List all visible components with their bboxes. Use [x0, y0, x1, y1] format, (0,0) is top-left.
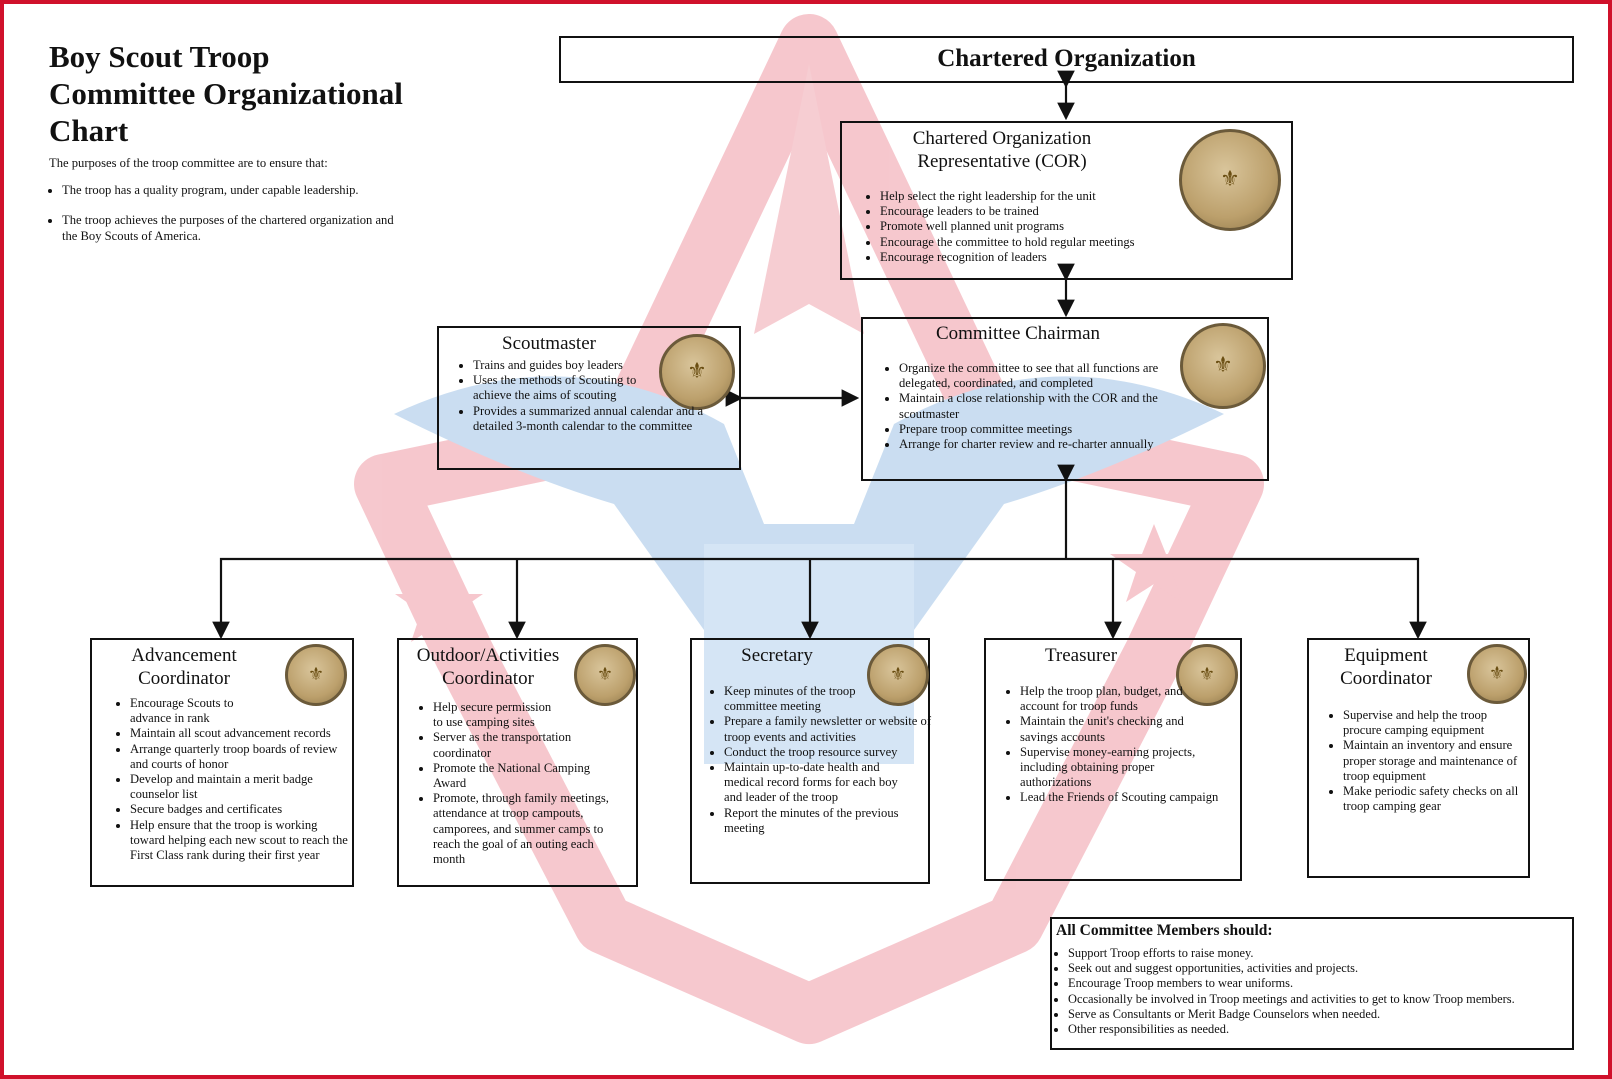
- equipment-box: Equipment Coordinator ⚜ Supervise and he…: [1307, 638, 1530, 878]
- all-members-box: All Committee Members should: Support Tr…: [1050, 917, 1574, 1050]
- list-item: Secure badges and certificates: [130, 802, 352, 817]
- equipment-duties: Supervise and help the troop procure cam…: [1327, 708, 1538, 814]
- treasurer-duties: Help the troop plan, budget, and account…: [1004, 684, 1252, 806]
- fleur-de-lis-icon: ⚜: [889, 664, 907, 685]
- fleur-de-lis-icon: ⚜: [1213, 353, 1233, 378]
- equipment-title: Equipment Coordinator: [1340, 645, 1432, 689]
- troop-committee-patch-icon: ⚜: [1467, 644, 1527, 704]
- fleur-de-lis-icon: ⚜: [1488, 663, 1506, 684]
- chairman-title: Committee Chairman: [935, 323, 1101, 344]
- chairman-patch-icon: ⚜: [1180, 323, 1266, 409]
- list-item: Uses the methods of Scouting to achieve …: [473, 373, 648, 403]
- scoutmaster-patch-icon: ⚜: [659, 334, 735, 410]
- list-item: Encourage Scouts to advance in rank: [130, 696, 250, 726]
- list-item: Promote well planned unit programs: [880, 219, 1135, 234]
- connector-bus: [219, 557, 1420, 636]
- list-item: Support Troop efforts to raise money.: [1068, 946, 1515, 961]
- list-item: Make periodic safety checks on all troop…: [1343, 784, 1523, 814]
- secretary-title: Secretary: [741, 645, 813, 666]
- list-item: Serve as Consultants or Merit Badge Coun…: [1068, 1007, 1515, 1022]
- list-item: Encourage the committee to hold regular …: [880, 235, 1135, 250]
- intro: The purposes of the troop committee are …: [49, 156, 409, 259]
- cor-patch-icon: ⚜: [1179, 129, 1281, 231]
- chartered-organization-box: Chartered Organization: [559, 36, 1574, 83]
- outdoor-activities-duties: Help secure permission to use camping si…: [417, 700, 633, 867]
- treasurer-title: Treasurer: [1044, 645, 1118, 666]
- outdoor-activities-box: Outdoor/Activities Coordinator ⚜ Help se…: [397, 638, 638, 887]
- list-item: Report the minutes of the previous meeti…: [724, 806, 919, 836]
- list-item: Help select the right leadership for the…: [880, 189, 1135, 204]
- troop-committee-patch-icon: ⚜: [1176, 644, 1238, 706]
- all-members-list: Support Troop efforts to raise money. Se…: [1056, 946, 1515, 1037]
- cor-title: Chartered Organization Representative (C…: [912, 128, 1092, 172]
- advancement-duties: Encourage Scouts to advance in rank Main…: [114, 696, 352, 863]
- list-item: Help ensure that the troop is working to…: [130, 818, 352, 864]
- scoutmaster-title: Scoutmaster: [502, 333, 596, 354]
- troop-committee-patch-icon: ⚜: [867, 644, 929, 706]
- list-item: Prepare troop committee meetings: [899, 422, 1189, 437]
- fleur-de-lis-icon: ⚜: [307, 664, 325, 685]
- secretary-box: Secretary ⚜ Keep minutes of the troop co…: [690, 638, 931, 884]
- secretary-duties: Keep minutes of the troop committee meet…: [708, 684, 936, 836]
- cor-box: Chartered Organization Representative (C…: [840, 121, 1293, 280]
- cor-duties: Help select the right leadership for the…: [864, 189, 1135, 265]
- list-item: Develop and maintain a merit badge couns…: [130, 772, 352, 802]
- advancement-box: Advancement Coordinator ⚜ Encourage Scou…: [90, 638, 354, 887]
- fleur-de-lis-icon: ⚜: [687, 359, 707, 384]
- chairman-duties: Organize the committee to see that all f…: [883, 361, 1189, 452]
- list-item: Supervise money-earning projects, includ…: [1020, 745, 1215, 791]
- chairman-box: Committee Chairman ⚜ Organize the commit…: [861, 317, 1269, 481]
- list-item: Arrange for charter review and re-charte…: [899, 437, 1189, 452]
- list-item: Server as the transportation coordinator: [433, 730, 593, 760]
- list-item: Keep minutes of the troop committee meet…: [724, 684, 864, 714]
- outdoor-activities-title: Outdoor/Activities Coordinator: [416, 645, 560, 689]
- advancement-title: Advancement Coordinator: [131, 645, 237, 689]
- purpose-list: The troop has a quality program, under c…: [49, 183, 409, 244]
- list-item: Organize the committee to see that all f…: [899, 361, 1189, 391]
- list-item: Seek out and suggest opportunities, acti…: [1068, 961, 1515, 976]
- list-item: Maintain a close relationship with the C…: [899, 391, 1189, 421]
- troop-committee-patch-icon: ⚜: [574, 644, 636, 706]
- list-item: Help secure permission to use camping si…: [433, 700, 563, 730]
- list-item: The troop has a quality program, under c…: [62, 183, 409, 198]
- list-item: Conduct the troop resource survey: [724, 745, 936, 760]
- list-item: Other responsibilities as needed.: [1068, 1022, 1515, 1037]
- fleur-de-lis-icon: ⚜: [596, 664, 614, 685]
- list-item: Encourage leaders to be trained: [880, 204, 1135, 219]
- scoutmaster-box: Scoutmaster ⚜ Trains and guides boy lead…: [437, 326, 741, 470]
- list-item: Arrange quarterly troop boards of review…: [130, 742, 352, 772]
- list-item: Help the troop plan, budget, and account…: [1020, 684, 1185, 714]
- treasurer-box: Treasurer ⚜ Help the troop plan, budget,…: [984, 638, 1242, 881]
- page-title: Boy Scout Troop Committee Organizational…: [49, 39, 403, 148]
- list-item: Prepare a family newsletter or website o…: [724, 714, 936, 744]
- list-item: Promote the National Camping Award: [433, 761, 603, 791]
- list-item: Encourage Troop members to wear uniforms…: [1068, 976, 1515, 991]
- fleur-de-lis-icon: ⚜: [1198, 664, 1216, 685]
- scoutmaster-duties: Trains and guides boy leaders Uses the m…: [457, 358, 735, 434]
- org-connectors: [212, 70, 1427, 640]
- list-item: Provides a summarized annual calendar an…: [473, 404, 735, 434]
- list-item: The troop achieves the purposes of the c…: [62, 213, 409, 243]
- list-item: Maintain up-to-date health and medical r…: [724, 760, 919, 806]
- list-item: Lead the Friends of Scouting campaign: [1020, 790, 1252, 805]
- all-members-title: All Committee Members should:: [1056, 922, 1273, 939]
- troop-committee-patch-icon: ⚜: [285, 644, 347, 706]
- fleur-de-lis-icon: ⚜: [1220, 167, 1240, 192]
- list-item: Maintain the unit's checking and savings…: [1020, 714, 1195, 744]
- list-item: Encourage recognition of leaders: [880, 250, 1135, 265]
- list-item: Promote, through family meetings, attend…: [433, 791, 623, 867]
- list-item: Maintain an inventory and ensure proper …: [1343, 738, 1523, 784]
- list-item: Supervise and help the troop procure cam…: [1343, 708, 1523, 738]
- list-item: Maintain all scout advancement records: [130, 726, 352, 741]
- intro-text: The purposes of the troop committee are …: [49, 156, 328, 170]
- list-item: Trains and guides boy leaders: [473, 358, 735, 373]
- list-item: Occasionally be involved in Troop meetin…: [1068, 992, 1515, 1007]
